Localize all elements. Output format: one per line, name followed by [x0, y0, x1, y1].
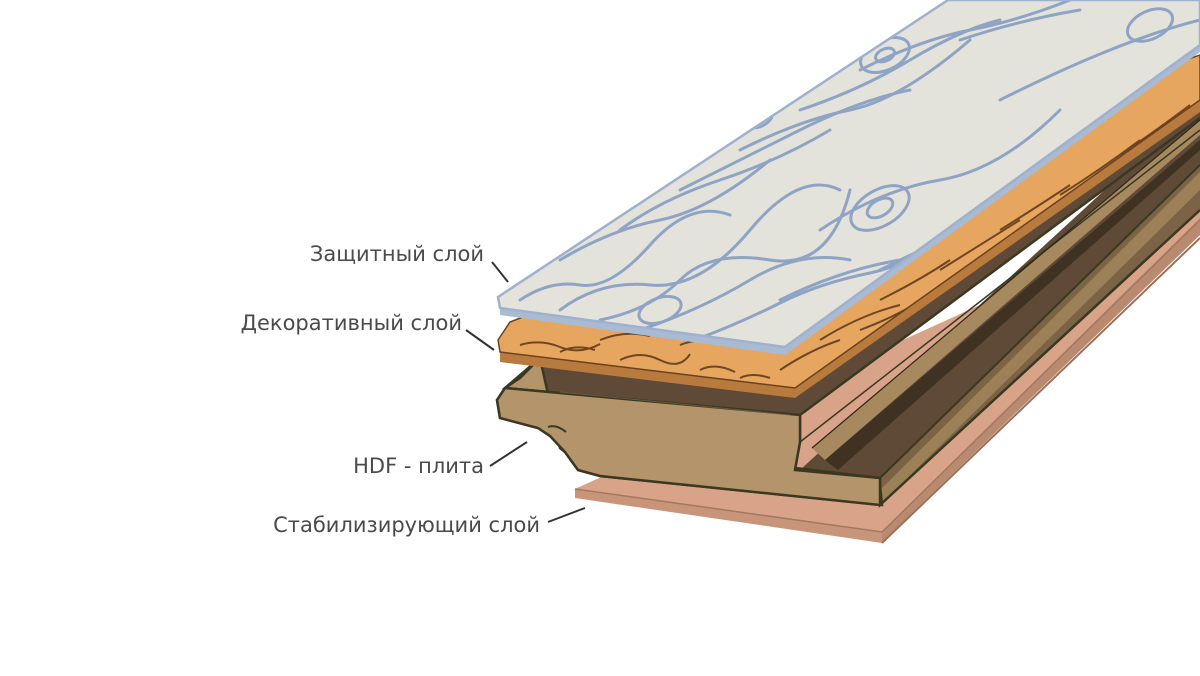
- leader-line-hdf: [489, 441, 528, 467]
- leader-line-protective: [491, 261, 509, 283]
- leader-line-stabilizing: [547, 507, 586, 523]
- stabilizing-layer-label: Стабилизирующий слой: [273, 513, 540, 537]
- leader-line-decorative: [465, 329, 495, 351]
- hdf-board-label: HDF - плита: [353, 454, 484, 478]
- protective-layer-label: Защитный слой: [309, 242, 484, 266]
- decorative-layer-label: Декоративный слой: [240, 311, 462, 335]
